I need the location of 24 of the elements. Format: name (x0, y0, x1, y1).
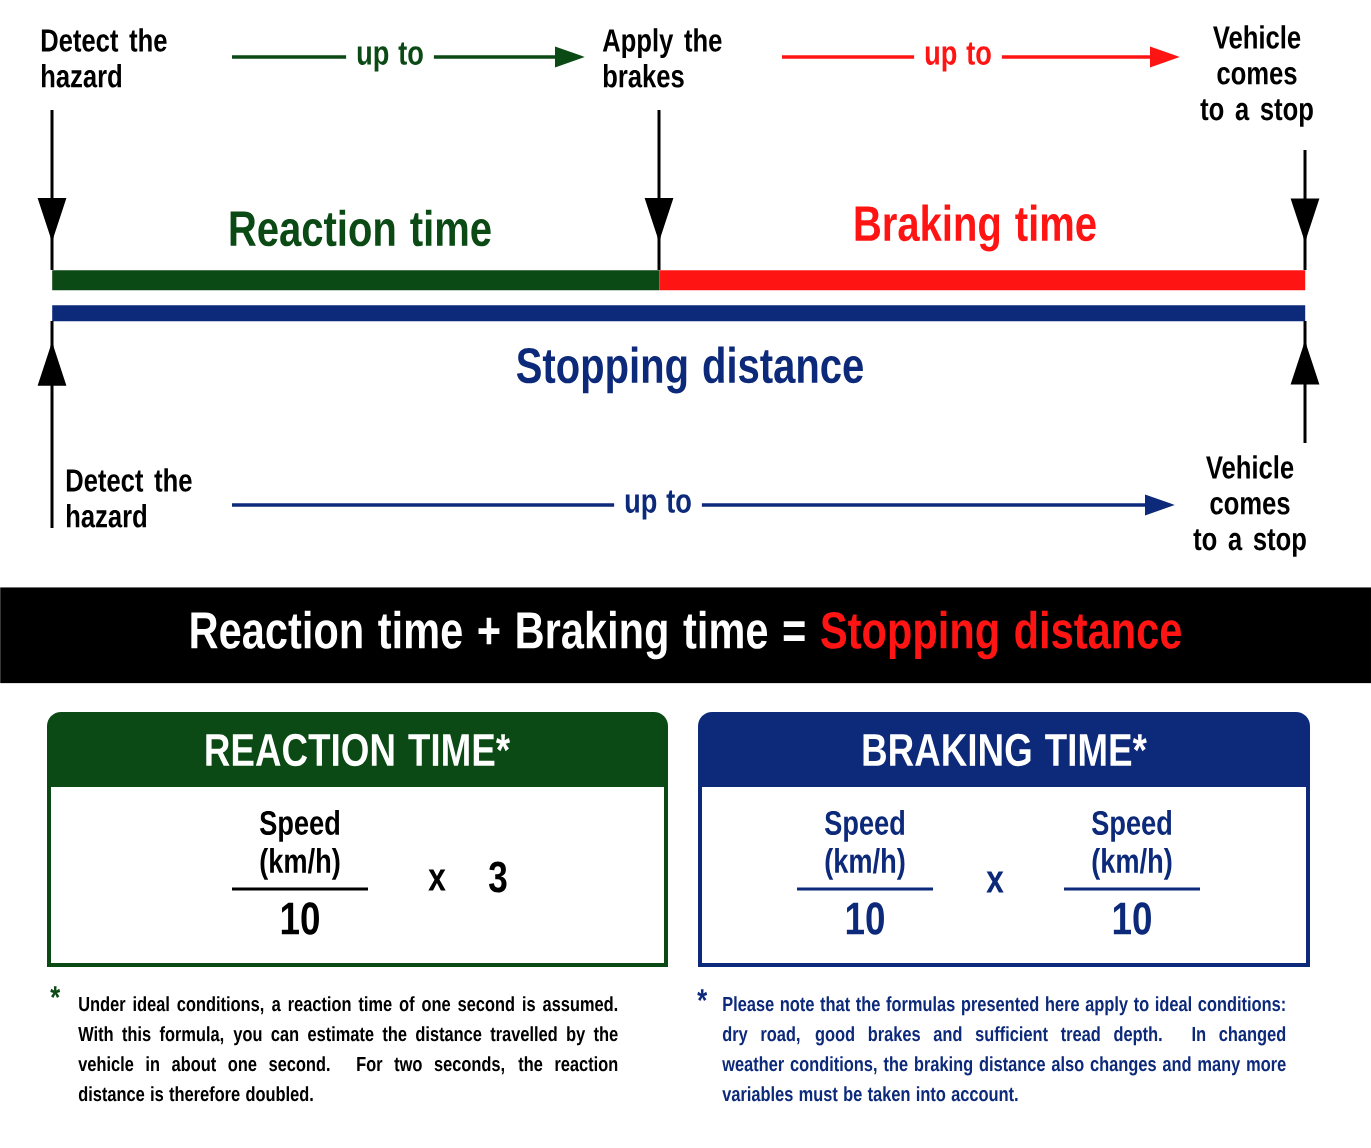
bar-label: Stopping distance (516, 346, 863, 394)
formula-banner: Reaction time + Braking time = Stopping distance (0, 587, 1371, 684)
formula-text: Speed (km/h) (260, 810, 340, 880)
event-label: Apply the brakes (602, 28, 722, 88)
formula-text: x (986, 871, 1004, 893)
event-label: Detect the hazard (66, 468, 192, 528)
edge-label: up to (346, 39, 434, 75)
edge-label: up to (614, 487, 702, 523)
event-label: Vehicle comes to a stop (1193, 455, 1306, 557)
footnote-mark: * (697, 989, 708, 1002)
formula-text: 10 (1113, 902, 1151, 935)
formula-text: 10 (281, 902, 319, 935)
footnote: Under ideal conditions, a reaction time of one second is assumed. With this formula, you can estimate the distance travelled by the vehicle in about one second. For two seconds, the reaction distance is therefore doubled. (78, 996, 618, 1102)
formula-text: 10 (846, 902, 884, 935)
bar-label: Braking time (855, 204, 1096, 252)
formula-text: Speed (km/h) (1092, 810, 1172, 880)
formula-text: Speed (km/h) (825, 810, 905, 880)
formula-text: 3 (489, 861, 507, 893)
bar-label: Reaction time (230, 209, 491, 247)
event-label: Detect the hazard (41, 28, 167, 88)
edge-label: up to (914, 39, 1002, 75)
footnote: Please note that the formulas presented here apply to ideal conditions: dry road, good brakes and sufficient tread depth. In changed weather conditions, the braking distance also changes and many more variables must be taken into account. (722, 996, 1286, 1102)
formula-text: x (428, 869, 446, 891)
event-label: Vehicle comes to a stop (1200, 25, 1313, 127)
